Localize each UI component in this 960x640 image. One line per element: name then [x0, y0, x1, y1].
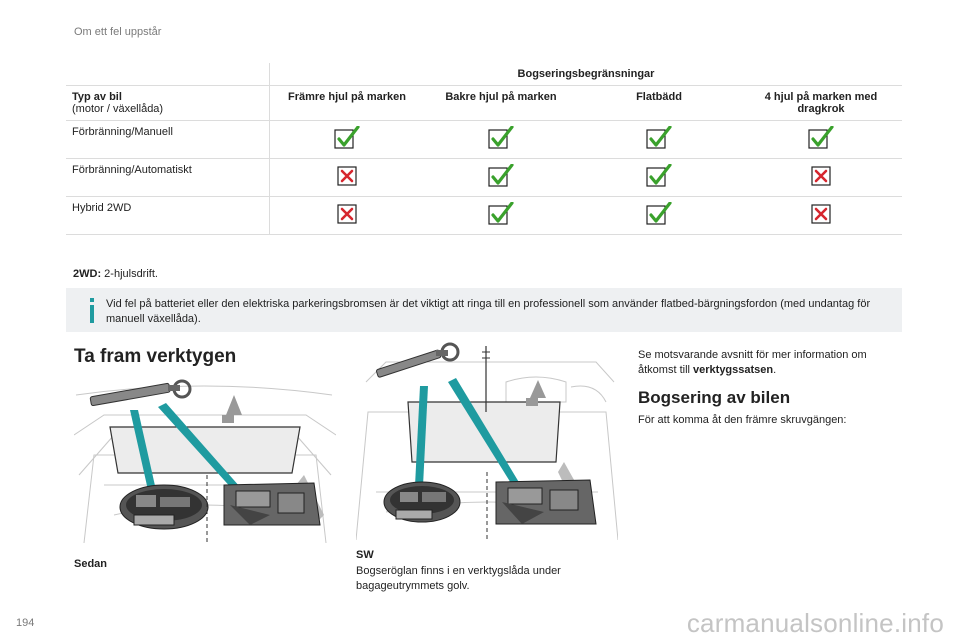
running-header: Om ett fel uppstår	[74, 26, 162, 38]
check-icon	[488, 125, 514, 149]
info-icon	[90, 298, 94, 323]
towing-restrictions-table: Bogseringsbegränsningar Typ av bil (moto…	[66, 63, 902, 235]
check-icon	[488, 163, 514, 187]
sw-trunk-illustration	[356, 342, 618, 542]
col-vehicle-type-title: Typ av bil	[72, 91, 122, 103]
note-2wd-text: 2-hjulsdrift.	[101, 268, 158, 280]
row-label: Hybrid 2WD	[66, 196, 270, 235]
check-icon	[488, 201, 514, 225]
caption-sw-title: SW	[356, 549, 374, 561]
col-rear-wheels: Bakre hjul på marken	[424, 85, 578, 121]
section-title-tools: Ta fram verktygen	[74, 346, 237, 367]
col-four-wheels: 4 hjul på marken med dragkrok	[740, 85, 902, 121]
table-row: Förbränning/Automatiskt	[66, 158, 902, 197]
info-text: Vid fel på batteriet eller den elektrisk…	[106, 298, 871, 325]
caption-sw-text: Bogseröglan finns i en verktygslåda unde…	[356, 565, 561, 592]
check-icon	[334, 125, 360, 149]
tools-reference-text: Se motsvarande avsnitt för mer informati…	[638, 348, 900, 378]
ref-text-c: .	[773, 364, 777, 376]
col-flatbed: Flatbädd	[578, 85, 740, 121]
cross-icon	[337, 166, 357, 186]
info-box: Vid fel på batteriet eller den elektrisk…	[66, 288, 902, 332]
cross-icon	[811, 204, 831, 224]
section-title-towing: Bogsering av bilen	[638, 388, 791, 407]
cross-icon	[337, 204, 357, 224]
col-vehicle-type: Typ av bil (motor / växellåda)	[66, 85, 270, 121]
row-label: Förbränning/Automatiskt	[66, 158, 270, 197]
table-corner	[66, 63, 270, 86]
caption-sedan: Sedan	[74, 558, 108, 570]
table-row: Förbränning/Manuell	[66, 120, 902, 159]
sedan-trunk-illustration	[74, 379, 336, 545]
ref-text-a: Se motsvarande avsnitt för mer informati…	[638, 349, 867, 376]
table-row: Hybrid 2WD	[66, 196, 902, 235]
col-front-wheels: Främre hjul på marken	[269, 85, 424, 121]
col-vehicle-type-sub: (motor / växellåda)	[72, 103, 164, 115]
note-2wd: 2WD: 2-hjulsdrift.	[73, 268, 158, 280]
check-icon	[808, 125, 834, 149]
check-icon	[646, 201, 672, 225]
check-icon	[646, 163, 672, 187]
watermark: carmanualsonline.info	[686, 608, 944, 638]
page-number: 194	[16, 617, 35, 629]
check-icon	[646, 125, 672, 149]
table-group-header: Bogseringsbegränsningar	[269, 63, 902, 86]
towing-intro-text: För att komma åt den främre skruvgängen:	[638, 414, 847, 426]
ref-text-link: verktygssatsen	[693, 364, 774, 376]
row-label: Förbränning/Manuell	[66, 120, 270, 159]
note-2wd-term: 2WD:	[73, 268, 102, 280]
cross-icon	[811, 166, 831, 186]
